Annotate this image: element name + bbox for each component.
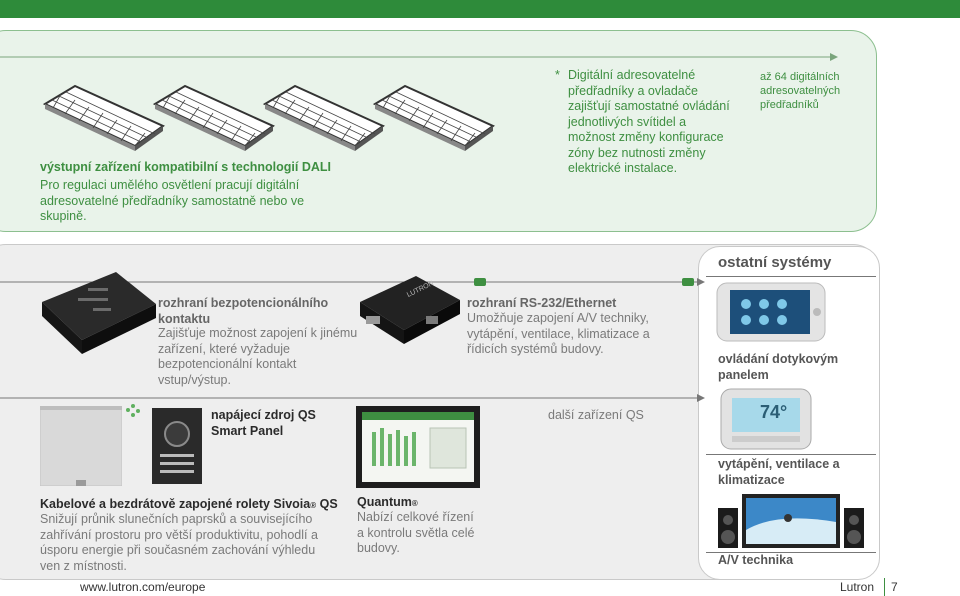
shades-title: Kabelové a bezdrátově zapojené rolety Si…	[40, 497, 338, 514]
rs232-title: rozhraní RS-232/Ethernet	[467, 296, 617, 310]
av-divider	[706, 552, 876, 553]
top-color-bar	[0, 0, 960, 18]
contact-interface-description: Zajišťuje možnost zapojení k jinému zaří…	[158, 326, 358, 387]
roller-shade-image	[40, 406, 122, 486]
footer-divider	[884, 578, 885, 596]
other-systems-heading: ostatní systémy	[718, 254, 832, 271]
touch-panel-label: ovládání dotykovým panelem	[718, 352, 839, 382]
footer-url[interactable]: www.lutron.com/europe	[80, 580, 206, 594]
thermostat-display-value: 74°	[760, 402, 788, 422]
digital-note: Digitální adresovatelné předřadníky a ov…	[568, 68, 730, 175]
note-asterisk: *	[555, 68, 560, 82]
hvac-label: vytápění, ventilace a klimatizace	[718, 457, 840, 487]
shades-description: Snižují průnik slunečních paprsků a souv…	[40, 512, 318, 573]
rs232-interface-device: LUTRON	[356, 272, 464, 352]
other-qs-devices-label: další zařízení QS	[548, 408, 644, 422]
shades-title-reg: ®	[310, 501, 317, 510]
contact-interface-title: rozhraní bezpotencionálního kontaktu	[158, 296, 329, 326]
shades-title-qs: QS	[319, 497, 338, 511]
footer-brand: Lutron	[840, 580, 875, 594]
quantum-title: Quantum®	[357, 495, 418, 512]
power-panel-image	[152, 408, 202, 484]
touch-panel-image	[716, 282, 826, 342]
quantum-title-reg: ®	[411, 499, 418, 508]
up-to-64-label: až 64 digitálních adresovatelných předřa…	[760, 71, 841, 111]
dali-title: výstupní zařízení kompatibilní s technol…	[40, 160, 332, 174]
shades-title-text: Kabelové a bezdrátově zapojené rolety Si…	[40, 497, 311, 511]
quantum-title-text: Quantum	[357, 495, 412, 509]
av-label: A/V technika	[718, 553, 794, 567]
av-equipment-image	[716, 492, 866, 550]
light-fixtures	[40, 82, 500, 152]
qs-link-line	[0, 392, 705, 404]
quantum-description: Nabízí celkové řízení a kontrolu světla …	[357, 510, 475, 555]
hvac-divider	[706, 454, 876, 455]
other-systems-divider	[706, 276, 876, 277]
thermostat-image: 74°	[720, 388, 812, 450]
page-number: 7	[891, 580, 898, 594]
wireless-signal-icon	[124, 402, 142, 418]
dali-bus-line	[0, 53, 838, 63]
power-panel-title: napájecí zdroj QS Smart Panel	[211, 408, 316, 438]
dali-description: Pro regulaci umělého osvětlení pracují d…	[40, 178, 305, 223]
contact-interface-device	[38, 268, 158, 358]
rs232-description: Umožňuje zapojení A/V techniky, vytápění…	[467, 311, 650, 356]
quantum-monitor-image	[356, 406, 480, 488]
